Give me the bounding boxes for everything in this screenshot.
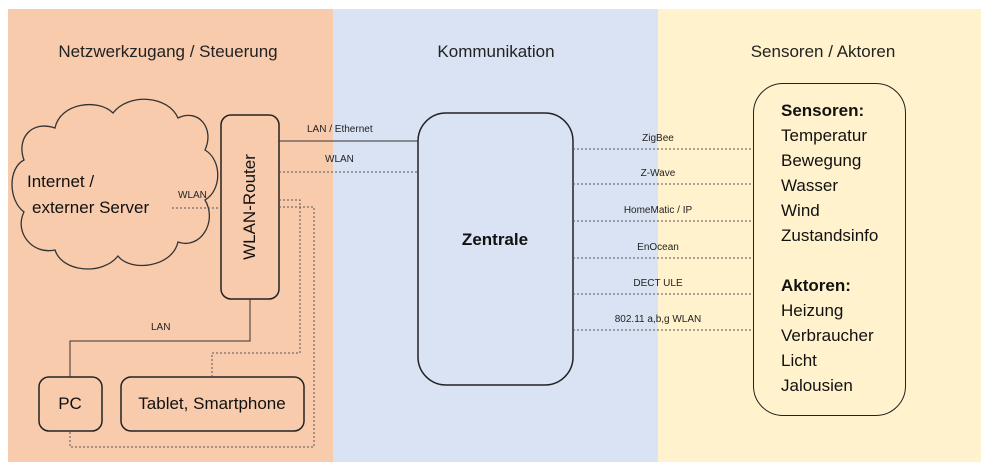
- protocol-label-zigbee: ZigBee: [642, 133, 674, 144]
- sensor-item: Temperatur: [781, 126, 867, 145]
- heading-network-access: Netzwerkzugang / Steuerung: [58, 42, 278, 61]
- link-label-cloud-router: WLAN: [178, 190, 207, 201]
- actuator-item: Verbraucher: [781, 326, 874, 345]
- link-label-router-pc: LAN: [151, 322, 171, 333]
- router-label: WLAN-Router: [240, 154, 259, 260]
- link-label-router-wlan: WLAN: [325, 154, 354, 165]
- pc-label: PC: [58, 394, 82, 413]
- panel-sensors-actuators: [658, 9, 981, 462]
- cloud-label-line2: externer Server: [32, 198, 150, 217]
- cloud-label-line1: Internet /: [27, 172, 95, 191]
- sensor-list: Sensoren: Temperatur Bewegung Wasser Win…: [781, 98, 878, 248]
- link-label-lan-ethernet: LAN / Ethernet: [307, 124, 373, 135]
- protocol-label-dect-ule: DECT ULE: [633, 278, 683, 289]
- hub-label: Zentrale: [461, 230, 529, 249]
- actuator-item: Jalousien: [781, 376, 853, 395]
- sensor-item: Wind: [781, 201, 820, 220]
- actuator-list: Aktoren: Heizung Verbraucher Licht Jalou…: [781, 273, 874, 398]
- link-router-pc-wlan: [69, 206, 315, 448]
- sensor-item: Bewegung: [781, 151, 862, 170]
- sensor-item: Wasser: [781, 176, 838, 195]
- protocol-label-wlan: 802.11 a,b,g WLAN: [614, 314, 702, 325]
- actuators-title: Aktoren:: [781, 276, 851, 295]
- sensor-item: Zustandsinfo: [781, 226, 879, 245]
- heading-communication: Kommunikation: [437, 42, 555, 61]
- tablet-label: Tablet, Smartphone: [138, 394, 286, 413]
- sensors-actuators-box: [753, 83, 906, 416]
- panel-communication: [333, 9, 658, 462]
- link-router-pc: [69, 299, 251, 377]
- protocol-label-homematic: HomeMatic / IP: [623, 205, 693, 216]
- sensors-title: Sensoren:: [781, 101, 865, 120]
- protocol-links: [573, 148, 753, 331]
- actuator-item: Licht: [781, 351, 817, 370]
- protocol-label-zwave: Z-Wave: [640, 168, 676, 179]
- link-router-tablet: [211, 199, 301, 377]
- hub-box: [417, 112, 574, 386]
- protocol-label-enocean: EnOcean: [637, 242, 679, 253]
- cloud-shape: [11, 98, 219, 270]
- heading-sensors-actuators: Sensoren / Aktoren: [750, 42, 896, 61]
- actuator-item: Heizung: [781, 301, 844, 320]
